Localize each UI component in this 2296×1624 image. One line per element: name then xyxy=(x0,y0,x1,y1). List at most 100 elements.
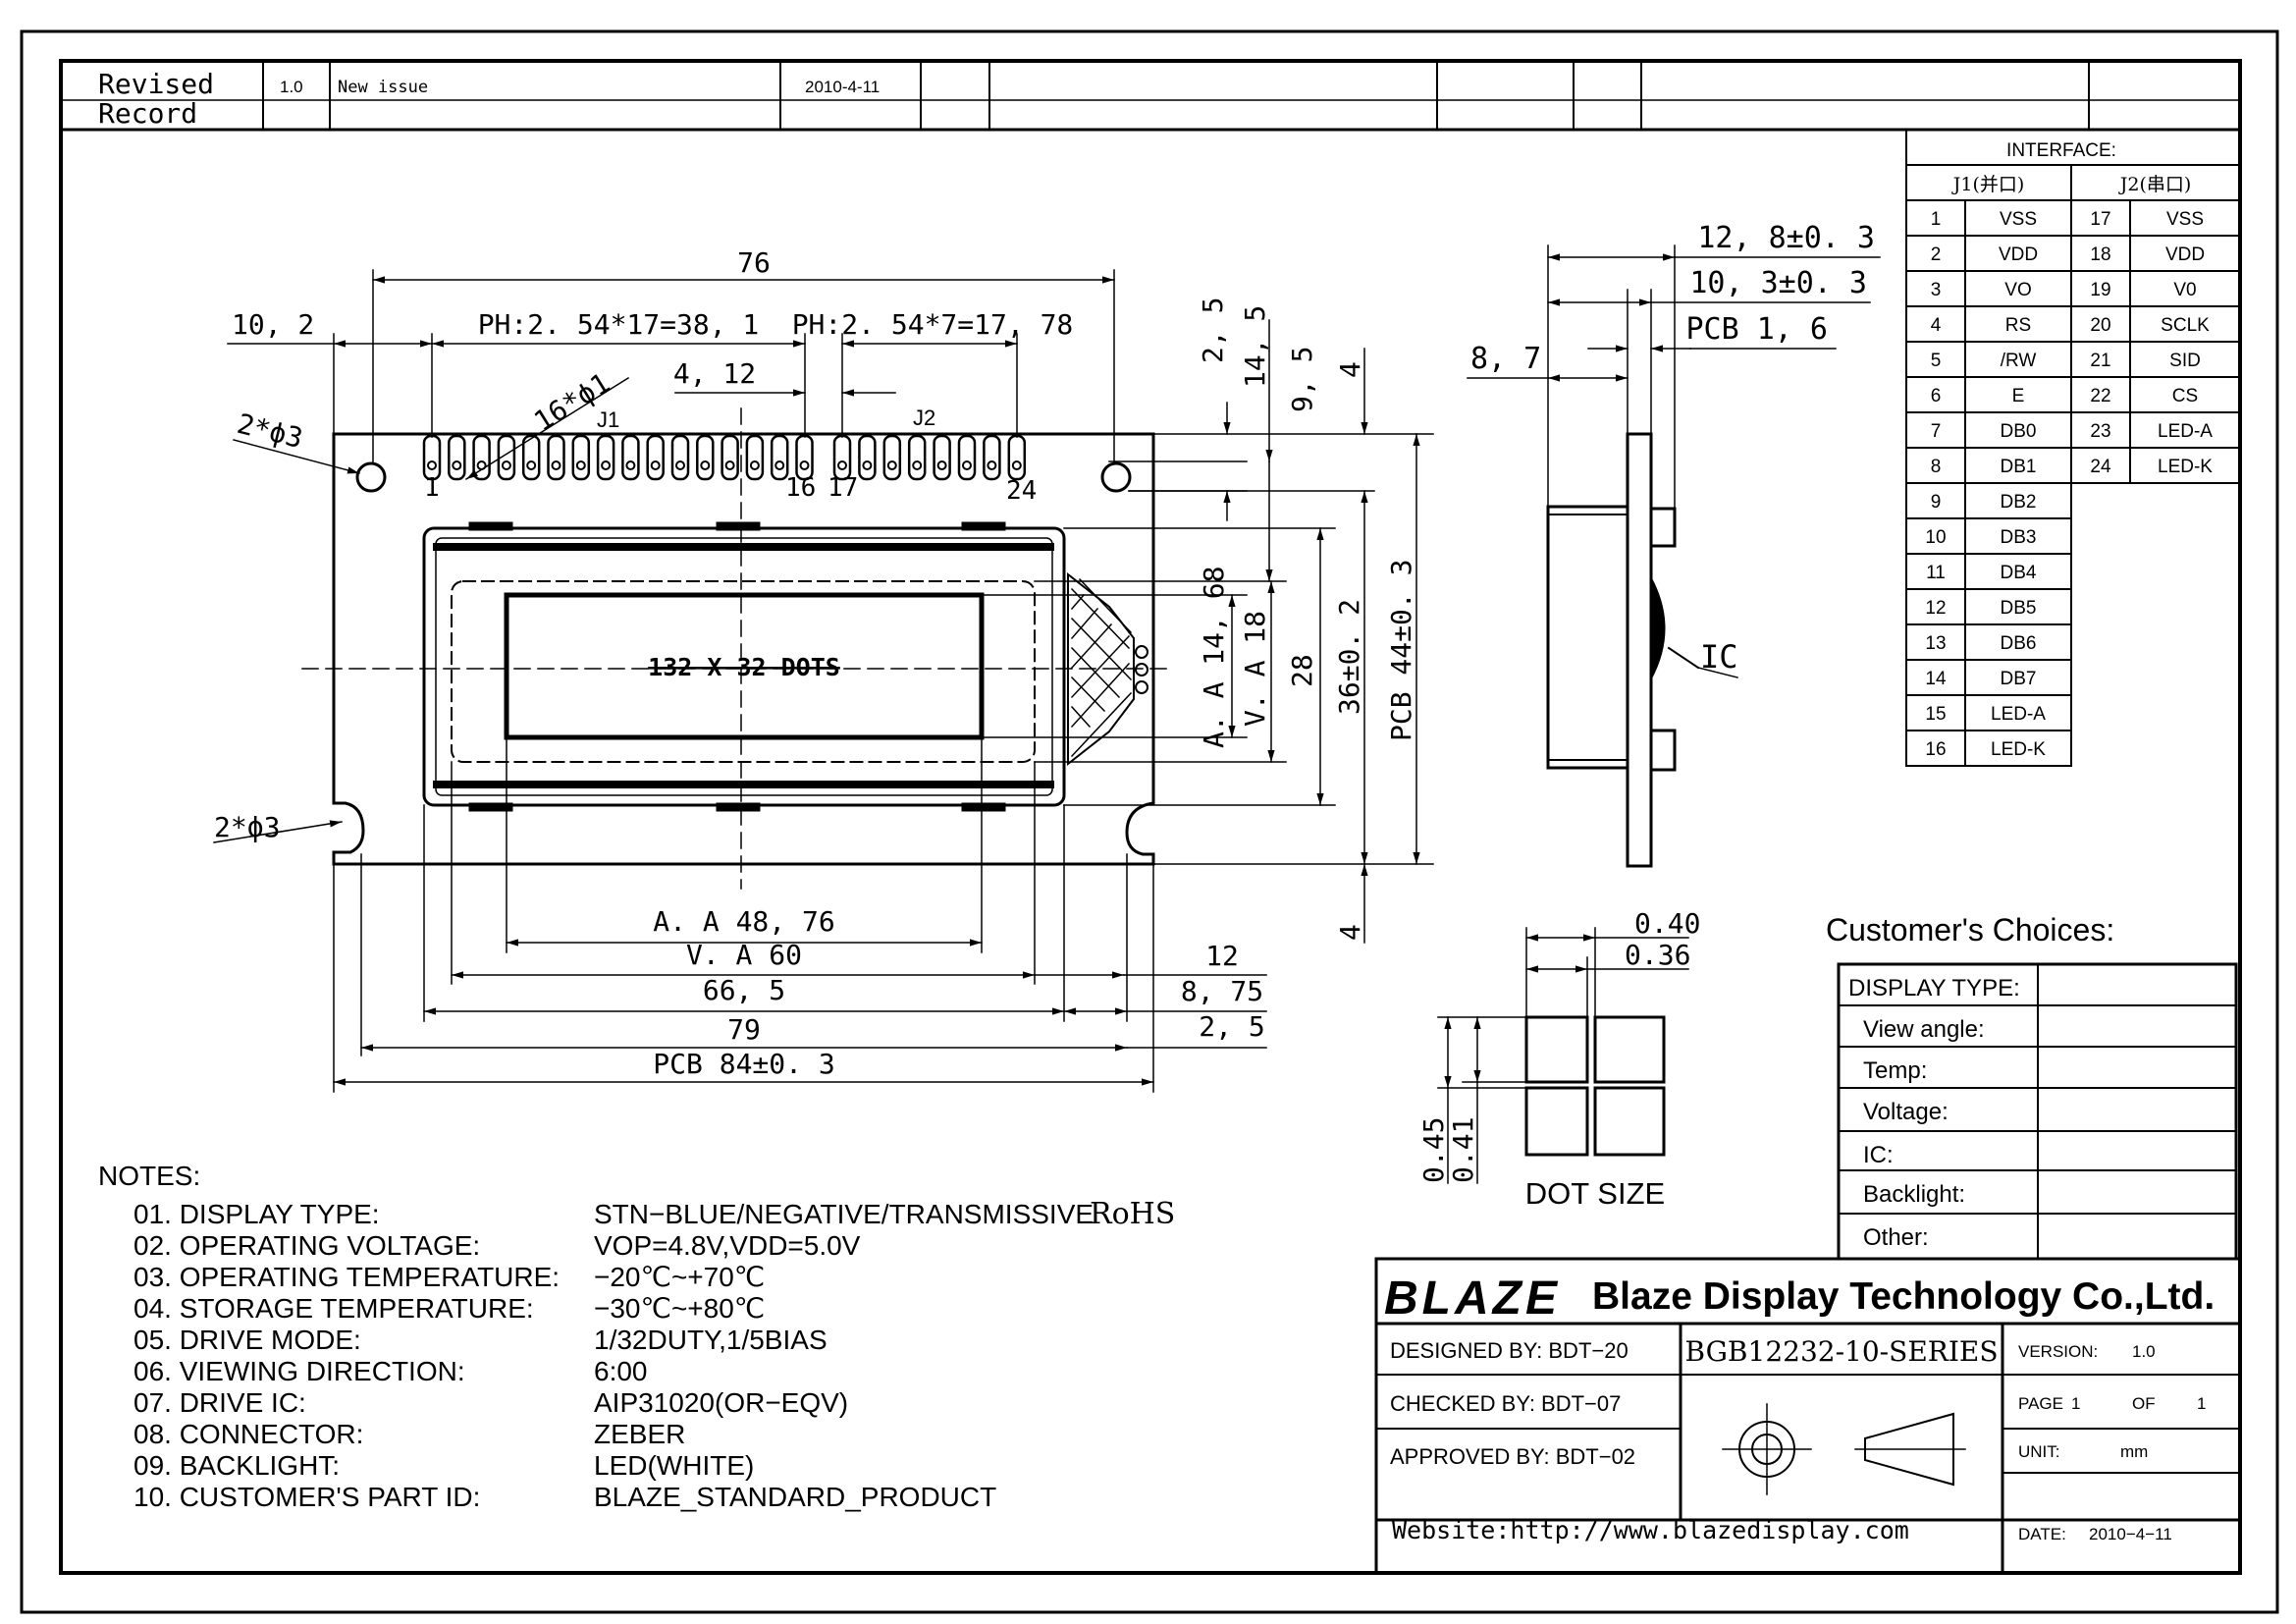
pin-signal: VO xyxy=(2004,280,2031,300)
connector-pin xyxy=(621,434,640,481)
connector-pin xyxy=(497,434,516,481)
pin-number: 23 xyxy=(2090,421,2110,442)
pin-number: 8 xyxy=(1931,457,1942,477)
pin-pad xyxy=(862,460,873,470)
note-label: 01. DISPLAY TYPE: xyxy=(133,1199,380,1229)
pin-1-label: 1 xyxy=(424,473,440,503)
website: Website:http://www.blazedisplay.com xyxy=(1392,1516,1909,1544)
connector-pin xyxy=(448,434,466,481)
side-dimensions xyxy=(1467,253,1881,678)
connector-pin xyxy=(933,434,951,481)
connector-pin xyxy=(646,434,665,481)
dot-dim-0-40: 0.40 xyxy=(1634,907,1700,940)
viewing-area xyxy=(451,580,1036,763)
note-label: 08. CONNECTOR: xyxy=(133,1419,363,1449)
revision-block xyxy=(59,60,2242,132)
side-view xyxy=(1546,244,1700,868)
dot-dim-0-45: 0.45 xyxy=(1417,1117,1450,1183)
note-value: VOP=4.8V,VDD=5.0V xyxy=(594,1230,861,1261)
label-j1: J1 xyxy=(597,407,619,432)
label-ic: IC xyxy=(1700,638,1738,676)
pin-number: 6 xyxy=(1931,386,1942,406)
j1-header: J1(并口) xyxy=(1951,174,2025,195)
dim-8-75: 8, 75 xyxy=(1181,975,1263,1007)
dim-4-top: 4 xyxy=(1334,361,1366,378)
pin-signal: LED-A xyxy=(1991,704,2046,725)
connector-pin xyxy=(596,434,615,481)
dim-36: 36±0. 2 xyxy=(1333,599,1365,715)
pin-signal: DB2 xyxy=(2001,492,2037,513)
pin-number: 22 xyxy=(2090,386,2110,406)
connector-pin xyxy=(547,434,565,481)
pin-signal: LED-A xyxy=(2158,421,2213,442)
pin-number: 17 xyxy=(2090,209,2110,230)
pin-signal: DB7 xyxy=(2001,669,2037,689)
pin-signal: LED-K xyxy=(2158,457,2213,477)
pin-signal: E xyxy=(2012,386,2025,406)
mounting-hole-left xyxy=(355,461,387,493)
front-dimensions xyxy=(213,269,1434,1093)
j2-header: J2(串口) xyxy=(2118,174,2192,195)
company-name: Blaze Display Technology Co.,Ltd. xyxy=(1592,1275,2215,1318)
note-label: 03. OPERATING TEMPERATURE: xyxy=(133,1262,560,1292)
dim-pcb-84: PCB 84±0. 3 xyxy=(653,1048,834,1080)
pin-number: 5 xyxy=(1931,351,1942,371)
dim-76: 76 xyxy=(737,246,771,279)
pin-signal: V0 xyxy=(2173,280,2196,300)
mounting-hole-right xyxy=(1100,461,1132,493)
dim-va-18: V. A 18 xyxy=(1239,611,1271,727)
unit-label: UNIT: xyxy=(2018,1442,2060,1461)
connector-pin xyxy=(721,434,739,481)
pin-signal: DB3 xyxy=(2001,527,2037,548)
note-value: 1/32DUTY,1/5BIAS xyxy=(594,1325,828,1355)
pin-pad xyxy=(799,460,810,470)
dim-2-phi3-top: 2*ϕ3 xyxy=(234,407,305,455)
pin-16-label: 16 xyxy=(785,473,816,503)
connector-pin xyxy=(983,434,1001,481)
pin-signal: CS xyxy=(2172,386,2198,406)
pin-number: 11 xyxy=(1926,563,1946,583)
connector-pin xyxy=(882,434,902,481)
pin-pad xyxy=(724,460,735,470)
unit-value: mm xyxy=(2120,1442,2148,1461)
choice-label: IC: xyxy=(1863,1142,1894,1168)
choice-label: Other: xyxy=(1863,1224,1929,1251)
dim-28: 28 xyxy=(1286,654,1318,687)
pcb-outline xyxy=(332,432,1155,866)
active-area xyxy=(504,592,985,740)
dim-8-7: 8, 7 xyxy=(1470,342,1541,376)
pin-signal: VDD xyxy=(2165,244,2205,265)
title-block xyxy=(1374,1257,2242,1575)
dim-12-8: 12, 8±0. 3 xyxy=(1697,221,1875,255)
notes-title: NOTES: xyxy=(98,1161,200,1191)
dim-66-5: 66, 5 xyxy=(703,974,785,1006)
revision-version: 1.0 xyxy=(280,78,303,96)
pin-pad xyxy=(427,460,437,470)
pin-number: 15 xyxy=(1925,704,1946,725)
choice-label: View angle: xyxy=(1863,1016,1985,1043)
interface-title: INTERFACE: xyxy=(2006,140,2116,161)
connector-pin xyxy=(670,434,690,481)
dim-aa-48-76: A. A 48, 76 xyxy=(653,905,834,938)
pin-signal: SID xyxy=(2169,351,2201,371)
choice-label: Temp: xyxy=(1863,1057,1927,1084)
note-value: BLAZE_STANDARD_PRODUCT xyxy=(594,1482,996,1512)
pin-pad xyxy=(501,460,511,470)
dot-size-diagram xyxy=(1437,927,1689,1184)
pin-number: 18 xyxy=(2090,244,2110,265)
model-number: BGB12232-10-SERIES xyxy=(1684,1335,1998,1368)
pin-signal: DB0 xyxy=(2001,421,2037,442)
pin-pad xyxy=(675,460,685,470)
driver-ic-hatch xyxy=(1067,571,1135,767)
pin-pad xyxy=(912,460,923,470)
note-value: −30℃~+80℃ xyxy=(594,1293,765,1324)
note-label: 02. OPERATING VOLTAGE: xyxy=(133,1230,480,1261)
pin-signal: DB6 xyxy=(2001,633,2037,654)
version-value: 1.0 xyxy=(2132,1342,2156,1361)
pin-signal: VSS xyxy=(2166,209,2204,230)
pin-pad xyxy=(749,460,760,470)
pin-number: 9 xyxy=(1931,492,1942,513)
pin-signal: DB5 xyxy=(2001,598,2037,619)
